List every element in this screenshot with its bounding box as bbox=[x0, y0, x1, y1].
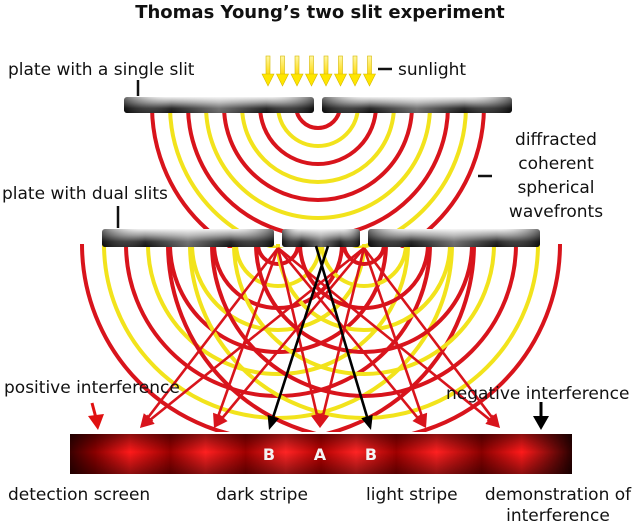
marker-b-left: B bbox=[263, 445, 275, 464]
top-wavefront-arc bbox=[150, 108, 486, 248]
red-ray-arrow bbox=[317, 247, 366, 428]
diagram-title: Thomas Young’s two slit experiment bbox=[135, 2, 505, 23]
sunlight-arrow bbox=[261, 55, 275, 87]
sunlight-arrow bbox=[319, 55, 333, 87]
bottom-wavefront-arc bbox=[320, 243, 408, 288]
label-interference: interference bbox=[506, 506, 610, 526]
sunlight-arrows bbox=[261, 55, 376, 87]
bottom-wavefront-arc bbox=[146, 243, 410, 376]
label-wavefronts: wavefronts bbox=[508, 202, 604, 222]
sunlight-arrow bbox=[305, 55, 318, 87]
bottom-wavefront-arc bbox=[80, 243, 476, 432]
top-wavefront-arc bbox=[276, 108, 360, 148]
red-ray-arrow bbox=[214, 247, 365, 428]
negative-interference-arrow bbox=[533, 402, 549, 430]
sunlight-arrow bbox=[276, 55, 289, 87]
dual-slit-plate bbox=[102, 229, 540, 247]
label-positive-interference: positive interference bbox=[4, 378, 180, 398]
label-negative-interference: negative interference bbox=[446, 384, 630, 404]
red-ray-arrow bbox=[362, 247, 500, 428]
red-ray-arrow bbox=[140, 246, 365, 428]
leader-lines bbox=[116, 67, 492, 228]
bottom-wavefront-arc bbox=[232, 243, 496, 376]
top-wavefront-arc bbox=[168, 108, 468, 248]
label-sunlight: sunlight bbox=[398, 60, 467, 80]
interference-rays bbox=[140, 245, 500, 430]
sunlight-arrow bbox=[334, 55, 347, 87]
label-demonstration-of: demonstration of bbox=[484, 485, 632, 505]
black-ray-arrow bbox=[267, 245, 330, 430]
bottom-wavefront-arc bbox=[342, 243, 386, 266]
label-diffracted: diffracted bbox=[515, 130, 597, 150]
red-ray-arrow bbox=[362, 247, 428, 428]
positive-interference-arrow bbox=[88, 402, 104, 430]
marker-b-right: B bbox=[365, 445, 377, 464]
sunlight-arrow bbox=[290, 55, 304, 87]
label-light-stripe: light stripe bbox=[366, 485, 458, 505]
label-dual-slit-plate: plate with dual slits bbox=[2, 184, 168, 204]
bottom-wavefront-arc bbox=[234, 243, 322, 288]
label-single-slit-plate: plate with a single slit bbox=[8, 60, 195, 80]
sunlight-arrow bbox=[348, 55, 362, 87]
top-wavefront-arc bbox=[294, 108, 342, 130]
sunlight-arrow bbox=[363, 55, 376, 87]
detection-screen-bar: B A B bbox=[70, 434, 572, 474]
label-coherent: coherent bbox=[518, 154, 594, 174]
label-spherical: spherical bbox=[517, 178, 595, 198]
top-wavefront-arc bbox=[240, 108, 396, 184]
label-detection-screen: detection screen bbox=[8, 485, 151, 505]
bottom-wavefront-arc bbox=[166, 243, 562, 432]
top-wavefront-arc bbox=[258, 108, 378, 166]
bottom-wavefront-arc bbox=[256, 243, 300, 266]
label-dark-stripe: dark stripe bbox=[216, 485, 308, 505]
black-ray-arrow bbox=[314, 245, 373, 430]
single-slit-plate bbox=[124, 97, 512, 113]
top-wavefront-arc bbox=[204, 108, 432, 220]
bottom-wavefront-arc bbox=[210, 243, 518, 398]
top-wavefront-arc bbox=[222, 108, 414, 202]
marker-a-center: A bbox=[314, 445, 327, 464]
